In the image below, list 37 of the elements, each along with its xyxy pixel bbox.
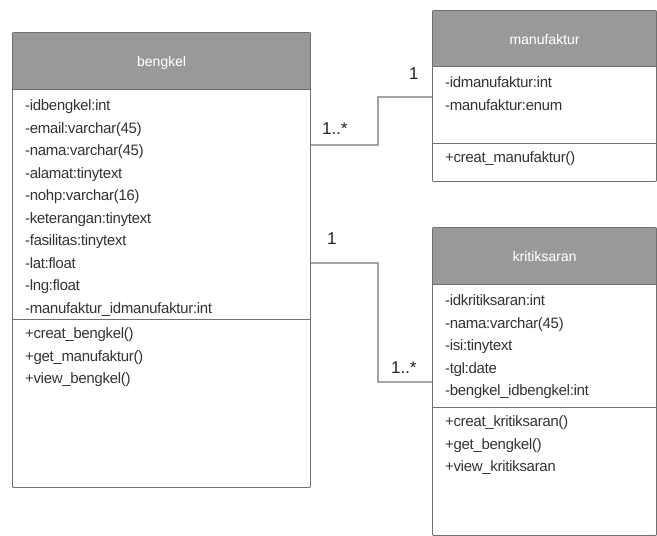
association-line xyxy=(311,96,432,146)
class-member: -idkritiksaran:int xyxy=(445,291,545,311)
association-line xyxy=(311,262,432,383)
class-member: -keterangan:tinytext xyxy=(25,208,151,228)
class-member: -fasilitas:tinytext xyxy=(25,231,126,251)
class-member: -idmanufaktur:int xyxy=(445,73,552,93)
class-member: -alamat:tinytext xyxy=(25,164,122,184)
class-box xyxy=(12,32,311,488)
class-member: +creat_bengkel() xyxy=(25,324,134,344)
class-name: bengkel xyxy=(13,33,310,89)
multiplicity-label: 1..* xyxy=(391,358,417,378)
class-member: -tgl:date xyxy=(445,358,496,378)
multiplicity-label: 1 xyxy=(327,229,336,249)
class-box xyxy=(432,227,657,536)
class-name: manufaktur xyxy=(433,11,656,66)
class-member: -manufaktur_idmanufaktur:int xyxy=(25,298,212,318)
class-member: -bengkel_idbengkel:int xyxy=(445,381,589,401)
class-member: -isi:tinytext xyxy=(445,336,512,356)
class-compartment xyxy=(13,89,310,319)
multiplicity-label: 1..* xyxy=(322,119,348,139)
class-member: +get_manufaktur() xyxy=(25,346,143,366)
class-member: -nama:varchar(45) xyxy=(445,314,564,334)
class-member: +creat_manufaktur() xyxy=(445,148,575,168)
class-member: +view_bengkel() xyxy=(25,369,130,389)
class-member: -lat:float xyxy=(25,254,76,274)
class-member: -nama:varchar(45) xyxy=(25,141,144,161)
class-name: kritiksaran xyxy=(433,228,656,284)
class-member: -nohp:varchar(16) xyxy=(25,186,140,206)
class-box xyxy=(432,10,657,182)
multiplicity-label: 1 xyxy=(409,64,418,84)
class-member: -manufaktur:enum xyxy=(445,96,562,116)
class-member: +creat_kritiksaran() xyxy=(445,412,568,432)
class-member: -lng:float xyxy=(25,276,80,296)
class-member: +get_bengkel() xyxy=(445,434,542,454)
class-member: -email:varchar(45) xyxy=(25,118,142,138)
class-member: +view_kritiksaran xyxy=(445,457,556,477)
class-member: -idbengkel:int xyxy=(25,96,110,116)
